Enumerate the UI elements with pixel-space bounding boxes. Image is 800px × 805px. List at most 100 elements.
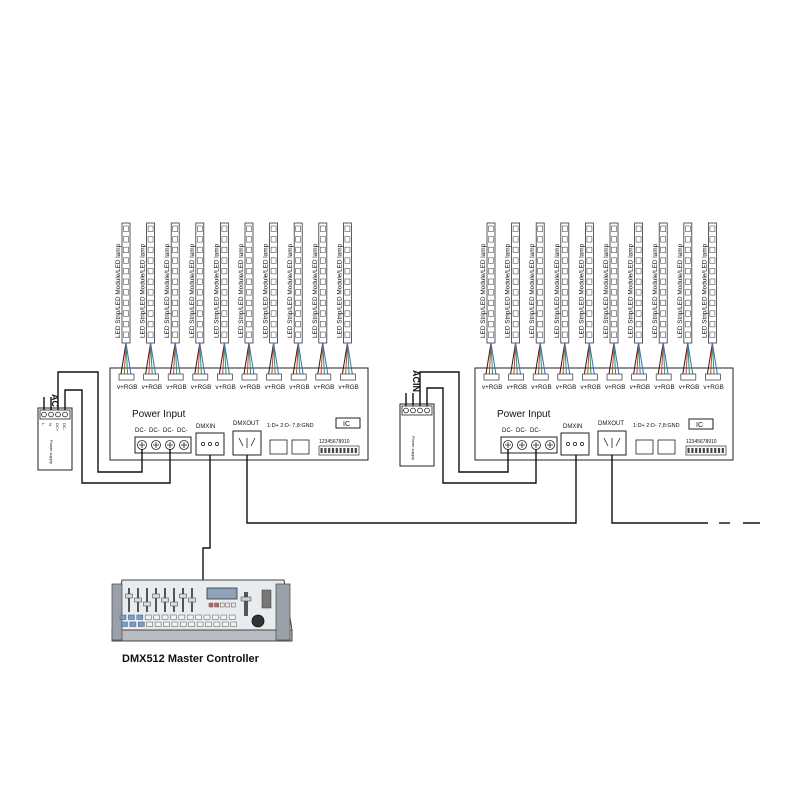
led-cell — [635, 257, 642, 264]
led-cell — [344, 310, 351, 317]
led-cell — [635, 225, 642, 232]
vrgb-label: v+RGB — [338, 384, 358, 391]
controller-key — [128, 614, 135, 620]
dip-switch-right — [685, 445, 727, 456]
led-cell — [344, 225, 351, 232]
strip-connector — [315, 373, 332, 381]
led-cell — [344, 268, 351, 275]
dip-switch-9 — [350, 448, 354, 453]
led-cell — [221, 289, 228, 296]
led-cell — [123, 289, 129, 296]
strip-wire — [248, 342, 255, 375]
led-cell — [611, 268, 617, 275]
led-cell — [319, 331, 326, 338]
led-cell — [197, 310, 203, 317]
dmxout-port-right — [597, 430, 627, 456]
led-cell — [246, 278, 252, 285]
pin-label: 1:D+ 2:D- 7,8:GND — [267, 423, 314, 429]
strip-body — [219, 222, 229, 344]
ic-box — [335, 417, 361, 429]
vrgb-label: v+RGB — [166, 384, 186, 391]
strip-label: LED Strip/LED Module/LED lamp — [505, 243, 512, 338]
controller-key — [230, 621, 237, 627]
led-cell — [537, 225, 544, 232]
dip-switch-8 — [714, 448, 717, 453]
led-cell — [270, 310, 277, 317]
strip-wire — [317, 342, 324, 375]
led-cell — [295, 331, 302, 338]
strip-wire — [341, 342, 348, 375]
led-cell — [319, 225, 326, 232]
strip-wire — [515, 342, 518, 375]
led-cell — [221, 321, 228, 328]
led-cell — [561, 246, 568, 253]
led-cell — [635, 268, 642, 275]
led-cell — [295, 246, 302, 253]
controller-key — [228, 614, 236, 620]
vrgb-label: v+RGB — [556, 384, 576, 391]
led-cell — [660, 225, 667, 232]
led-cell — [684, 268, 691, 275]
controller-display — [206, 587, 238, 600]
led-cell — [684, 299, 691, 307]
psu-right-body — [399, 403, 435, 467]
led-cell — [221, 257, 228, 264]
controller-key — [146, 621, 153, 627]
chip-right-2 — [657, 439, 676, 455]
led-cell — [709, 225, 716, 232]
led-cell — [172, 278, 178, 285]
led-cell — [709, 268, 716, 275]
strip-connector — [266, 373, 282, 381]
strip-wire — [539, 342, 543, 375]
led-cell — [512, 299, 519, 307]
vrgb-label: v+RGB — [654, 384, 674, 391]
strip-connector — [483, 373, 500, 381]
strip-connector — [340, 373, 356, 381]
led-cell — [611, 310, 617, 317]
led-cell — [611, 236, 617, 243]
vrgb-label: v+RGB — [482, 384, 502, 391]
led-cell — [147, 236, 154, 243]
led-cell — [123, 278, 129, 285]
led-cell — [172, 225, 178, 232]
controller-jog-wheel — [251, 614, 265, 628]
led-cell — [147, 321, 154, 328]
led-cell — [512, 278, 519, 285]
dip-switch-7 — [343, 448, 346, 453]
led-cell — [635, 321, 642, 328]
led-cell — [295, 299, 302, 307]
led-cell — [611, 278, 617, 285]
led-cell — [561, 268, 568, 275]
strip-wire — [510, 342, 517, 375]
strip-wire — [346, 342, 353, 375]
led-cell — [709, 289, 716, 296]
dip-switch-2 — [691, 448, 694, 453]
strip-wire — [145, 342, 152, 375]
strip-wire — [268, 342, 275, 375]
controller-buttons — [119, 602, 237, 627]
strip-wire — [150, 342, 153, 375]
dip-switch-3 — [328, 448, 331, 453]
led-cell — [319, 299, 326, 307]
led-cell — [537, 299, 544, 307]
led-cell — [246, 299, 252, 307]
strip-wire — [248, 342, 252, 375]
led-cell — [344, 331, 351, 338]
vrgb-label: v+RGB — [630, 384, 650, 391]
strip-wire — [273, 342, 276, 375]
led-cell — [172, 257, 178, 264]
power-supply-right: ACIN Power supply — [399, 370, 435, 467]
strip-wire — [538, 342, 541, 375]
strip-connector — [557, 373, 574, 381]
strip-connector — [217, 373, 233, 381]
dip-switch-1 — [687, 448, 690, 453]
led-cell — [561, 257, 568, 264]
led-cell — [319, 310, 326, 317]
dmxin-port-right — [560, 432, 590, 456]
led-cell — [512, 331, 519, 338]
strip-connector — [582, 373, 598, 381]
